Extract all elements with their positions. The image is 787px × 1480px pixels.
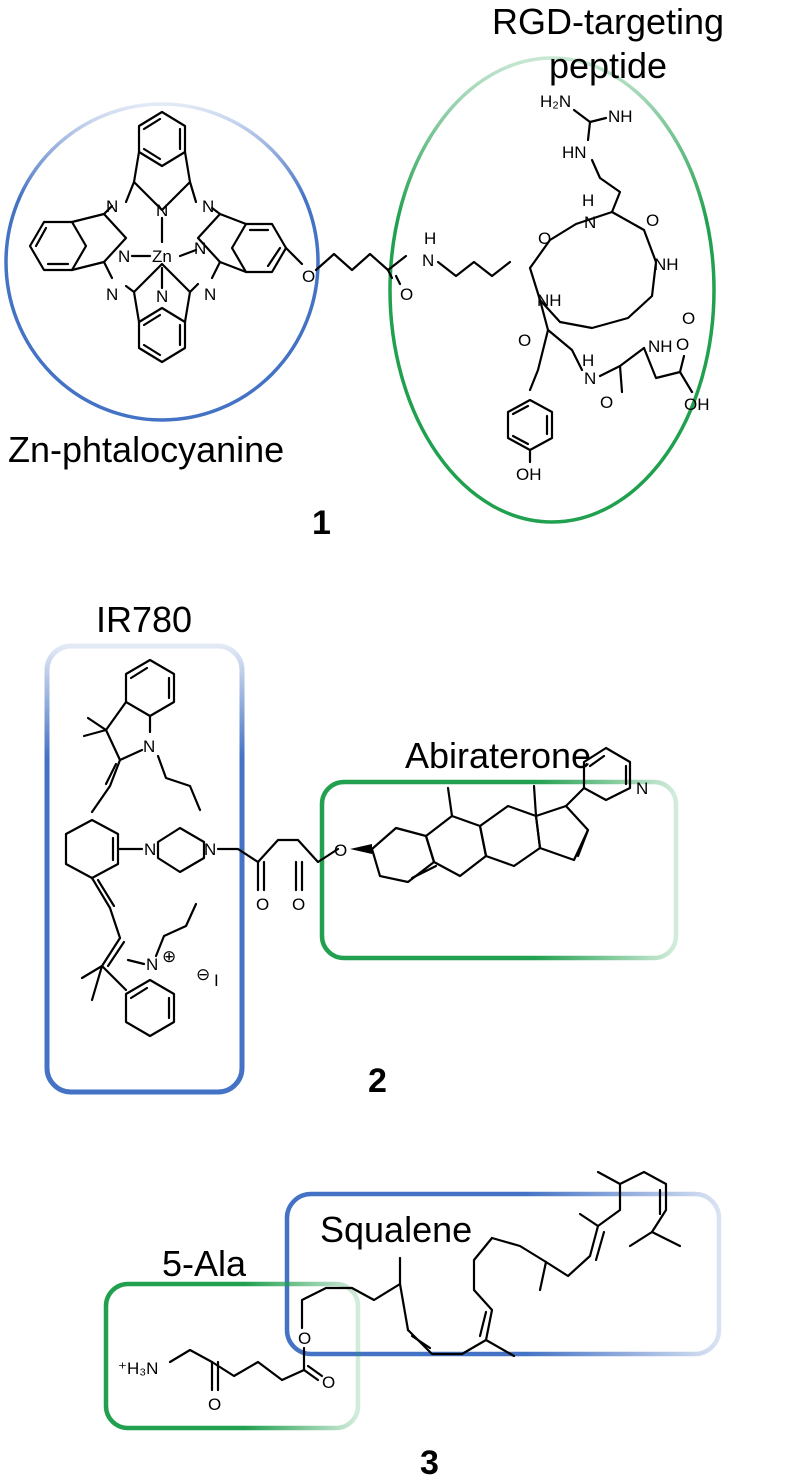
compound-number-2: 2 [368,1062,387,1100]
atom-n: N [204,840,216,859]
atom-h: H [582,351,594,370]
atom-nh: NH [608,107,633,126]
atom-n: N [202,197,214,216]
squalene-label: Squalene [320,1209,472,1250]
atom-n: N [146,955,158,974]
rgd-peptide-structure: H₂N NH HN H N O O NH O NH NH O H N O [506,92,710,484]
compound-1: N N N N Zn N N N N O O H N H₂N [4,1,724,542]
compound-number-3: 3 [420,1444,439,1480]
phthalocyanine-structure: N N N N Zn N N N N O [28,110,390,364]
atom-n: N [194,239,206,258]
linker-chain: O H N [386,229,512,304]
atom-plus: ⊕ [162,947,176,966]
atom-nh: NH [654,255,679,274]
atom-h2n: H₂N [540,92,571,111]
zn-phthalocyanine-outline [4,102,320,422]
5-ala-label: 5-Ala [162,1243,247,1284]
atom-n: N [584,213,596,232]
abiraterone-box [319,779,679,961]
atom-o: O [334,841,347,860]
atom-o: O [292,895,305,914]
atom-o: O [298,1329,311,1348]
atom-h: H [582,191,594,210]
ir780-box [44,643,245,1095]
atom-o: O [676,335,689,354]
ir780-structure: N N N N ⊕ [64,658,219,1038]
rgd-peptide-label-line2: peptide [549,45,667,86]
zn-phthalocyanine-label: Zn-phtalocyanine [8,429,284,470]
squalene-structure [300,1170,682,1358]
rgd-peptide-outline [388,56,716,524]
5-ala-box [103,1281,361,1431]
atom-o: O [600,393,613,412]
abiraterone-structure: N [370,746,648,884]
atom-oh: OH [516,465,542,484]
ir780-label: IR780 [96,599,192,640]
atom-n: N [636,779,648,798]
atom-ammonium: ⁺H₃N [118,1359,158,1378]
squalene-box [284,1191,722,1357]
atom-n: N [144,840,156,859]
atom-n: N [143,737,155,756]
atom-o: O [646,211,659,230]
5-ala-structure: O O O ⁺H₃N [118,1329,335,1414]
atom-zn: Zn [152,247,172,266]
atom-hn: HN [562,143,587,162]
rgd-peptide-label-line1: RGD-targeting [492,1,724,42]
atom-n: N [422,251,434,270]
atom-n: N [106,285,118,304]
atom-n: N [106,197,118,216]
atom-o: O [518,331,531,350]
atom-h: H [424,229,436,248]
atom-oh: OH [684,395,710,414]
atom-n: N [204,285,216,304]
compound-2: N N N N ⊕ [44,599,679,1100]
atom-minus: ⊖ [196,965,210,984]
succinate-linker: O O O [216,838,372,914]
atom-n: N [156,287,168,306]
compound-3: O O O ⁺H₃N Squalene 5-Ala 3 [103,1170,722,1480]
abiraterone-label: Abiraterone [405,735,591,776]
atom-nh: NH [648,337,673,356]
atom-n: N [118,247,130,266]
atom-o: O [538,229,551,248]
compound-number-1: 1 [312,504,331,542]
atom-o: O [256,895,269,914]
counterion-iodide: I [214,971,219,990]
atom-o: O [302,267,315,286]
atom-o: O [682,309,695,328]
atom-o: O [208,1395,221,1414]
atom-nh: NH [537,291,562,310]
atom-o: O [322,1373,335,1392]
atom-n: N [584,369,596,388]
atom-n: N [156,201,168,220]
atom-o: O [400,285,413,304]
